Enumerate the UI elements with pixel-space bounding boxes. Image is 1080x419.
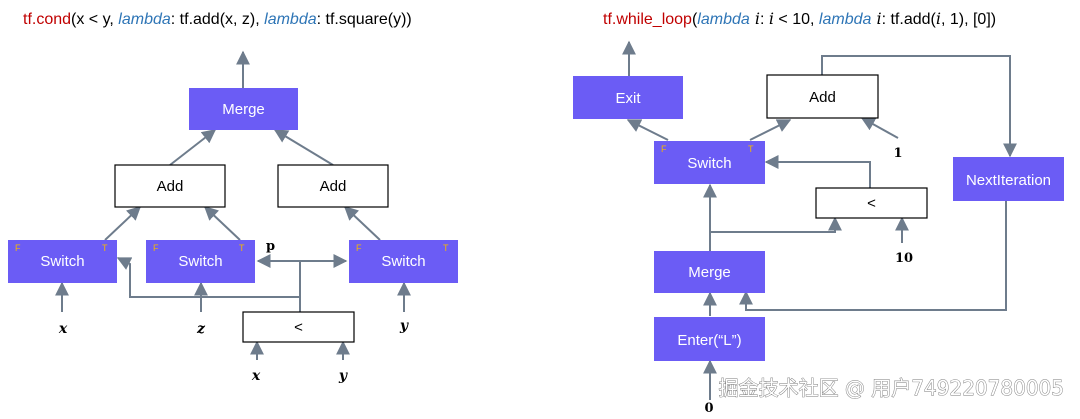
cond-less-input-y-label: y [338,368,348,384]
cond-merge-label: Merge [222,101,265,118]
edge-merge-to-less [710,216,842,233]
while-constant-zero: 0 [704,401,713,416]
while-title-segment-9: : tf.add( [882,11,937,28]
while-loop-diagram: tf.while_loop(lambda i: i < 10, lambda i… [573,9,1064,416]
while-next-iteration-label: NextIteration [966,172,1051,189]
edge-switch-x-to-add [104,206,142,241]
cond-add-right-label: Add [320,178,347,195]
edge-less-to-switch [764,155,871,188]
cond-merge-node [189,88,298,130]
cond-switch-x-label: Switch [40,253,84,270]
edge-add-to-next-iteration [821,55,1017,158]
while-title-segment-5: i [769,9,774,28]
cond-switch-z-false-flag: F [153,243,159,253]
cond-switch-y-false-flag: F [356,243,362,253]
edge-switch-y-to-add [343,206,381,241]
while-constant-ten: 10 [895,251,913,266]
edge-switch-false-to-exit [626,119,669,141]
while-title-segment-10: i [936,9,941,28]
cond-title-segment-5: : tf.square(y)) [317,11,412,28]
edge-pred-to-switch-z [256,254,301,297]
while-title-segment-11: , 1), [0]) [941,11,996,28]
cond-title-segment-1: (x < y, [71,11,118,28]
while-title-segment-2: lambda [697,11,750,28]
cond-switch-z-label: Switch [178,253,222,270]
while-add-node [766,74,879,119]
while-less-label: < [867,195,876,212]
while-constant-one: 1 [893,146,902,161]
edge-next-iteration-to-merge [739,201,1007,311]
cond-input-x-label: x [58,321,68,337]
while-loop-edges [622,40,1017,400]
cond-switch-x-false-flag: F [15,243,21,253]
while-title-segment-1: ( [692,11,698,28]
cond-input-z-label: z [196,321,206,337]
while-loop-diagram-title: tf.while_loop(lambda i: i < 10, lambda i… [603,9,996,28]
while-merge-node [654,251,765,293]
while-switch-true-flag: T [748,144,754,154]
watermark-text: 掘金技术社区 @ 用户749220780005 [719,376,1064,400]
cond-title-segment-0: tf.cond [23,11,71,28]
while-exit-node [573,76,683,119]
while-title-segment-8: i [871,9,881,28]
while-less-node [815,187,928,219]
cond-less-input-x-label: x [251,368,261,384]
cond-predicate-label: p [266,239,275,254]
cond-switch-y-true-flag: T [443,243,449,253]
cond-title-segment-2: lambda [118,11,171,28]
while-merge-label: Merge [688,264,731,281]
edge-add-right-to-merge [273,129,334,166]
while-title-segment-4: : [760,11,769,28]
cond-title-segment-4: lambda [264,11,317,28]
cond-less-node [242,311,355,343]
cond-switch-y-node [349,240,458,283]
edge-switch-true-to-add [749,119,792,141]
while-title-segment-7: lambda [819,11,872,28]
while-exit-label: Exit [615,90,641,107]
cond-diagram: tf.cond(x < y, lambda: tf.add(x, z), lam… [8,11,458,384]
cond-switch-x-node [8,240,117,283]
cond-switch-z-true-flag: T [239,243,245,253]
cond-input-y-label: y [399,318,409,334]
while-title-segment-3: i [750,9,760,28]
cond-add-left-node [114,164,226,208]
while-add-label: Add [809,89,836,106]
while-enter-node [654,317,765,361]
edge-one-to-add [860,117,899,139]
while-switch-false-flag: F [661,144,667,154]
while-switch-node [654,141,765,184]
cond-switch-x-true-flag: T [102,243,108,253]
while-enter-label: Enter(“L”) [677,332,741,349]
cond-diagram-title: tf.cond(x < y, lambda: tf.add(x, z), lam… [23,11,412,28]
cond-switch-z-node [146,240,255,283]
cond-less-label: < [294,319,303,336]
while-next-iteration-node [953,157,1064,201]
cond-add-right-node [277,164,389,208]
edge-pred-to-switch-x [116,257,301,312]
cond-edges [55,50,411,360]
edge-switch-z-to-add [203,206,241,241]
edge-add-left-to-merge [169,129,217,166]
cond-title-segment-3: : tf.add(x, z), [171,11,264,28]
while-title-segment-0: tf.while_loop [603,11,692,28]
cond-add-left-label: Add [157,178,184,195]
cond-switch-y-label: Switch [381,253,425,270]
while-title-segment-6: < 10, [774,11,819,28]
while-switch-label: Switch [687,155,731,172]
